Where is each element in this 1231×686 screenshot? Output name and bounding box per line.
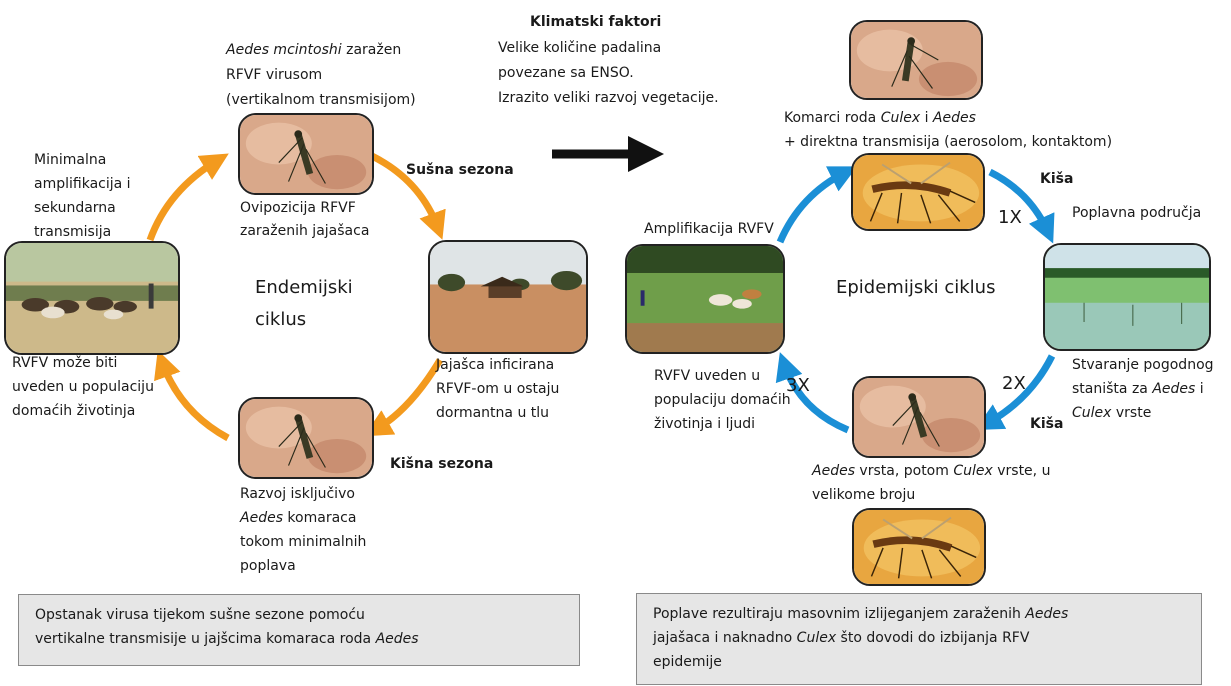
epidemic-left-bottom-line3: životinja i ljudi — [654, 414, 755, 435]
mosquito-photo-epidemic-top — [849, 20, 983, 100]
endemic-top-label-line3: (vertikalnom transmisijom) — [226, 90, 416, 111]
endemic-note-line1: Opstanak virusa tijekom sušne sezone pom… — [35, 603, 563, 627]
mosquito-photo-bottom — [238, 397, 374, 479]
oviposition-line1: Ovipozicija RFVF — [240, 198, 356, 219]
flood-areas-label: Poplavna područja — [1072, 203, 1201, 224]
climate-line3: Izrazito veliki razvoj vegetacije. — [498, 88, 719, 109]
label-fragment: vrste — [1111, 405, 1151, 421]
label-fragment: staništa za — [1072, 381, 1152, 397]
endemic-note-line2: vertikalne transmisije u jajšcima komara… — [35, 627, 563, 651]
epidemic-cycle-title: Epidemijski ciklus — [836, 275, 995, 301]
species-name: Aedes — [376, 631, 419, 647]
endemic-left-bottom-line1: RVFV može biti — [12, 353, 117, 374]
endemic-left-top-line1: Minimalna — [34, 150, 106, 171]
endemic-right-line2: RFVF-om u ostaju — [436, 379, 559, 400]
epidemic-top-line2: + direktna transmisija (aerosolom, konta… — [784, 132, 1112, 153]
label-fragment: i — [1195, 381, 1203, 397]
label-fragment: zaražen — [342, 42, 402, 58]
label-fragment: i — [920, 110, 933, 126]
arrow-bottom-to-left — [162, 362, 228, 438]
species-name: Aedes — [933, 110, 976, 126]
species-name: Culex — [1072, 405, 1111, 421]
endemic-left-top-line4: transmisija — [34, 222, 111, 243]
endemic-summary-note: Opstanak virusa tijekom sušne sezone pom… — [18, 594, 580, 666]
label-fragment: vrsta, potom — [855, 463, 953, 479]
epidemic-right-line1: Stvaranje pogodnog — [1072, 355, 1214, 376]
epidemic-note-line2: jajašaca i naknadno Culex što dovodi do … — [653, 626, 1185, 650]
epidemic-bottom-line1: Aedes vrsta, potom Culex vrste, u — [812, 461, 1050, 482]
species-name: Aedes — [1152, 381, 1195, 397]
endemic-top-label-line1: Aedes mcintoshi zaražen — [226, 40, 401, 61]
culex-photo-bottom — [852, 508, 986, 586]
livestock-field-photo — [625, 244, 785, 354]
mosquito-photo-top — [238, 113, 374, 195]
arrow-climate-head — [628, 136, 664, 172]
culex-photo-top — [851, 153, 985, 231]
label-fragment: Poplave rezultiraju masovnim izlijeganje… — [653, 606, 1025, 622]
rain-label-2: Kiša — [1030, 414, 1063, 435]
epidemic-bottom-line2: velikome broju — [812, 485, 915, 506]
endemic-bottom-line2: Aedes komaraca — [240, 508, 356, 529]
endemic-cycle-title-line1: Endemijski — [255, 275, 353, 301]
label-fragment: vertikalne transmisije u jajšcima komara… — [35, 631, 376, 647]
dry-season-label: Sušna sezona — [406, 160, 514, 181]
species-name: Aedes — [240, 510, 283, 526]
amplification-label: Amplifikacija RVFV — [644, 219, 774, 240]
epidemic-note-line1: Poplave rezultiraju masovnim izlijeganje… — [653, 602, 1185, 626]
epidemic-top-line1: Komarci roda Culex i Aedes — [784, 108, 976, 129]
epidemic-note-line3: epidemije — [653, 650, 1185, 674]
epidemic-left-bottom-line2: populaciju domaćih — [654, 390, 791, 411]
endemic-left-top-line3: sekundarna — [34, 198, 116, 219]
climate-line2: povezane sa ENSO. — [498, 63, 634, 84]
endemic-left-top-line2: amplifikacija i — [34, 174, 131, 195]
epidemic-left-bottom-line1: RVFV uveden u — [654, 366, 760, 387]
epidemic-right-line2: staništa za Aedes i — [1072, 379, 1204, 400]
endemic-left-bottom-line2: uveden u populaciju — [12, 377, 154, 398]
arrow-right-to-bottom — [375, 360, 440, 430]
endemic-bottom-line4: poplava — [240, 556, 296, 577]
wet-season-label: Kišna sezona — [390, 454, 493, 475]
endemic-top-label-line2: RFVF virusom — [226, 65, 322, 86]
cattle-photo — [4, 241, 180, 355]
endemic-right-line3: dormantna u tlu — [436, 403, 549, 424]
endemic-right-line1: Jajašca inficirana — [436, 355, 554, 376]
endemic-bottom-line3: tokom minimalnih — [240, 532, 366, 553]
climate-title: Klimatski faktori — [530, 12, 661, 33]
species-name: Culex — [797, 630, 836, 646]
epidemic-right-line3: Culex vrste — [1072, 403, 1151, 424]
label-fragment: komaraca — [283, 510, 356, 526]
count-2x: 2X — [1002, 371, 1026, 397]
climate-line1: Velike količine padalina — [498, 38, 661, 59]
mosquito-photo-epidemic-bottom — [852, 376, 986, 458]
label-fragment: što dovodi do izbijanja RFV — [836, 630, 1029, 646]
arrow-amp-to-top — [780, 172, 846, 242]
flooded-field-photo — [1043, 243, 1211, 351]
species-name: Aedes — [1025, 606, 1068, 622]
label-fragment: vrste, u — [993, 463, 1051, 479]
count-1x: 1X — [998, 205, 1022, 231]
oviposition-line2: zaraženih jajašaca — [240, 221, 369, 242]
species-name: Aedes — [812, 463, 855, 479]
arrow-left-to-top — [150, 160, 218, 240]
label-fragment: jajašaca i naknadno — [653, 630, 797, 646]
rain-label-1: Kiša — [1040, 169, 1073, 190]
species-name: Culex — [881, 110, 920, 126]
label-fragment: Komarci roda — [784, 110, 881, 126]
endemic-bottom-line1: Razvoj isključivo — [240, 484, 355, 505]
endemic-cycle-title-line2: ciklus — [255, 307, 306, 333]
species-name: Culex — [953, 463, 992, 479]
endemic-left-bottom-line3: domaćih životinja — [12, 401, 135, 422]
dry-landscape-photo — [428, 240, 588, 354]
species-name: Aedes mcintoshi — [226, 42, 342, 58]
epidemic-summary-note: Poplave rezultiraju masovnim izlijeganje… — [636, 593, 1202, 685]
